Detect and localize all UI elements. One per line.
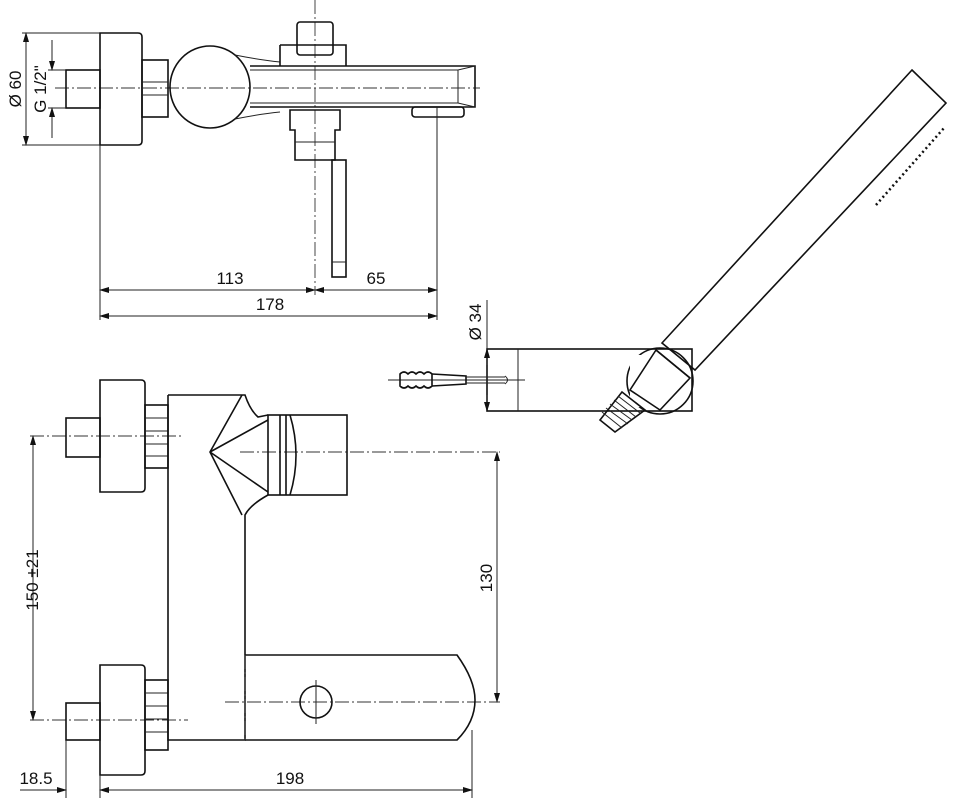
hand-shower-view: Ø 34 xyxy=(388,68,948,434)
lower-flange xyxy=(99,664,146,776)
diverter-knob xyxy=(296,21,334,56)
wall-flange xyxy=(99,32,143,146)
diverter-cone xyxy=(209,394,269,516)
mixer-body xyxy=(169,45,251,129)
dim-bracket-diameter: Ø 34 xyxy=(466,304,485,341)
dim-flange-offset: 18.5 xyxy=(19,769,52,788)
bracket-rosette xyxy=(626,347,694,415)
shower-handle xyxy=(660,68,948,372)
lower-inlet-pipe xyxy=(65,702,101,741)
upper-inlet-pipe xyxy=(65,417,101,458)
dim-spout-height: 130 xyxy=(477,564,496,592)
top-view: Ø 60 G 1/2" 113 65 178 xyxy=(6,0,480,320)
dim-113: 113 xyxy=(216,269,243,288)
spout xyxy=(250,65,476,108)
wall-plug-screw xyxy=(388,371,525,389)
dim-total-width: 198 xyxy=(276,769,304,788)
spray-nozzles xyxy=(875,127,945,206)
dim-65: 65 xyxy=(367,269,386,288)
lower-nut xyxy=(144,679,169,751)
mixer-lever xyxy=(245,654,476,741)
nut xyxy=(141,59,169,118)
diverter-rod xyxy=(331,159,347,278)
dim-flange-diameter: Ø 60 xyxy=(6,71,25,108)
aerator xyxy=(411,106,465,118)
diverter-handle xyxy=(267,414,348,496)
threaded-nipple xyxy=(598,390,647,434)
inlet-pipe xyxy=(65,69,101,109)
front-view: 150 ±21 130 18.5 198 xyxy=(19,379,500,798)
upper-flange xyxy=(99,379,146,493)
upper-nut xyxy=(144,404,169,469)
dim-inlet-spacing: 150 ±21 xyxy=(23,549,42,610)
dim-178: 178 xyxy=(256,295,284,314)
dim-thread: G 1/2" xyxy=(31,65,50,113)
hose-connector xyxy=(628,348,692,412)
